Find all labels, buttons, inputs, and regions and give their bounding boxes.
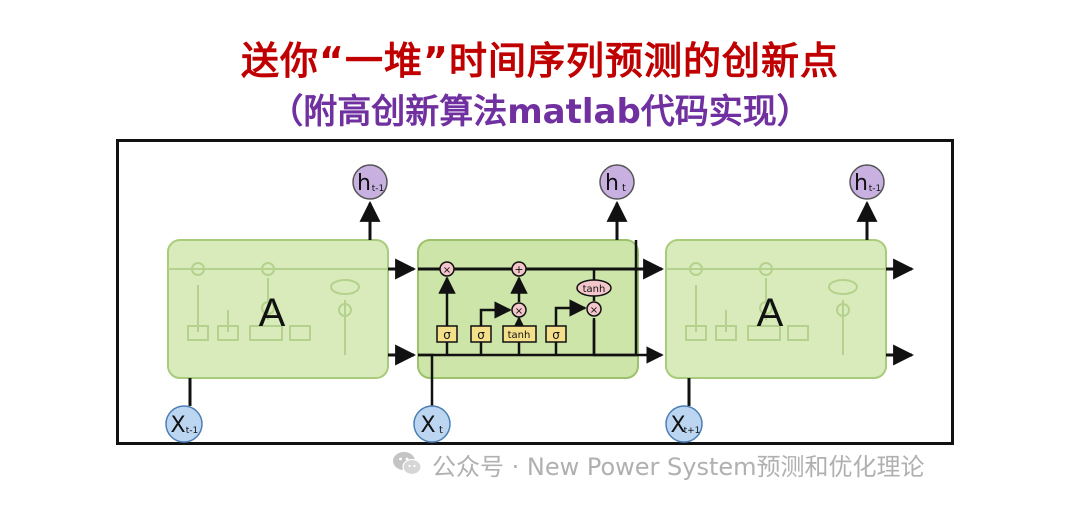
input-node-subscript: t	[439, 425, 443, 436]
op-output-multiply: ×	[586, 301, 602, 317]
output-node-h-t: h t	[599, 164, 635, 200]
gate-label-candidate: tanh	[508, 330, 531, 341]
wechat-icon	[393, 452, 422, 476]
output-node-label: h	[854, 171, 868, 196]
gate-label-input: σ	[477, 328, 485, 342]
input-node-subscript: t+1	[684, 426, 701, 436]
input-node-x-t: X t	[413, 405, 451, 443]
gate-input: σ	[470, 325, 492, 343]
op-add: +	[511, 261, 527, 277]
lstm-cell-right: A	[665, 239, 887, 379]
op-label: ×	[515, 306, 523, 317]
input-node-subscript: t-1	[186, 426, 199, 436]
op-label: +	[514, 263, 523, 276]
diagram-frame	[116, 139, 954, 445]
gate-label-output: σ	[552, 328, 560, 342]
page-subtitle: （附高创新算法matlab代码实现）	[269, 92, 811, 132]
page-title: 送你“一堆”时间序列预测的创新点	[241, 39, 839, 83]
watermark-text: 公众号 · New Power System预测和优化理论	[432, 452, 925, 481]
lstm-cell-left: A	[167, 239, 389, 379]
lstm-cell-middle	[417, 239, 639, 379]
op-forget-multiply: ×	[439, 261, 455, 277]
op-tanh: tanh	[576, 279, 612, 297]
gate-forget: σ	[436, 325, 458, 343]
output-node-subscript: t-1	[372, 184, 385, 194]
output-node-label: h	[357, 171, 371, 196]
gate-candidate: tanh	[502, 325, 537, 343]
cell-label-right: A	[757, 291, 784, 335]
input-node-x-next: X t+1	[665, 405, 703, 443]
watermark: 公众号 · New Power System预测和优化理论	[392, 446, 925, 482]
op-label: tanh	[583, 284, 606, 295]
input-node-label: X	[170, 413, 185, 438]
op-label: ×	[590, 305, 598, 316]
input-node-x-prev: X t-1	[165, 405, 203, 443]
output-node-h-next: h t-1	[849, 164, 885, 200]
input-node-label: X	[670, 413, 685, 438]
output-node-subscript: t	[622, 183, 626, 194]
input-node-label: X	[420, 413, 435, 438]
gate-output: σ	[545, 325, 567, 343]
output-node-label: h	[605, 171, 619, 196]
output-node-subscript: t-1	[869, 184, 882, 194]
op-input-multiply: ×	[511, 302, 527, 318]
gate-label-forget: σ	[443, 328, 451, 342]
output-node-h-prev: h t-1	[352, 164, 388, 200]
op-label: ×	[443, 265, 451, 276]
cell-label-left: A	[259, 291, 286, 335]
